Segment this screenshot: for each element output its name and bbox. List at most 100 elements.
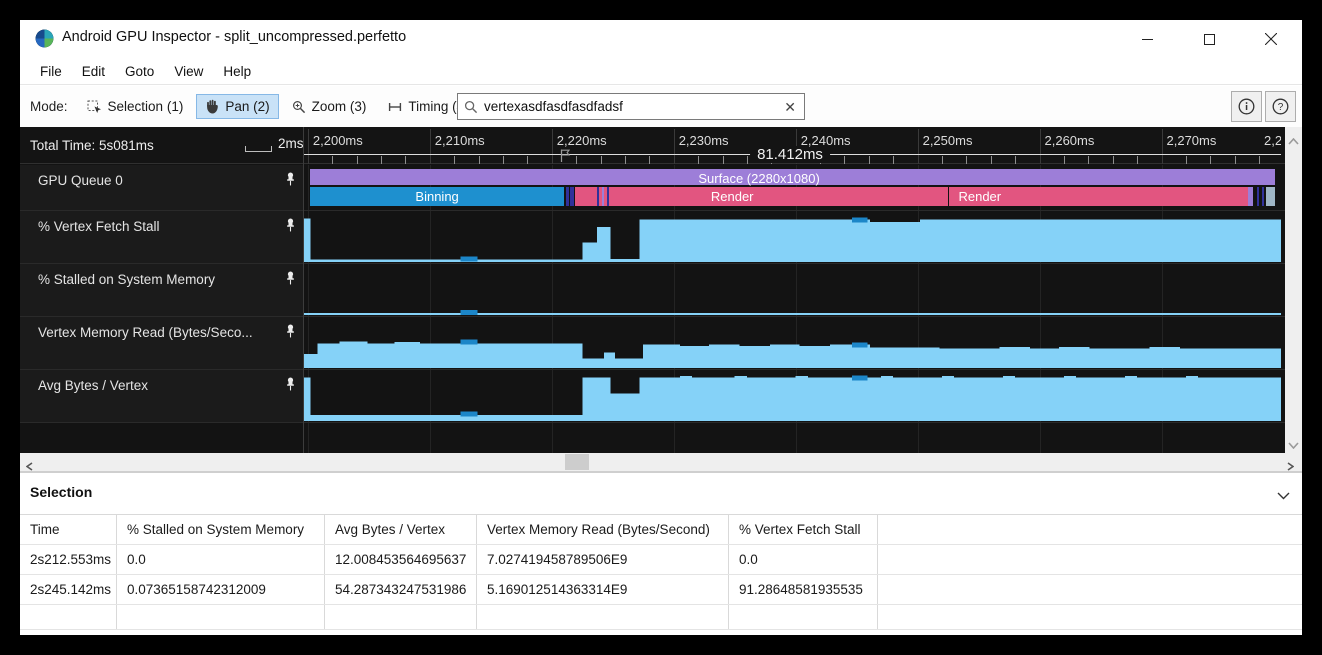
- menu-item-edit[interactable]: Edit: [81, 63, 106, 79]
- menu-bar: File Edit Goto View Help: [20, 58, 1302, 85]
- time-ruler[interactable]: Total Time: 5s081ms 2ms 81.412ms 2,200ms…: [20, 127, 1302, 164]
- gpu-slice[interactable]: [570, 187, 574, 206]
- column-header: Time: [20, 515, 117, 544]
- total-time-label: Total Time: 5s081ms: [30, 138, 154, 153]
- ruler-minor-tick: [503, 156, 504, 164]
- ruler-minor-tick: [698, 156, 700, 164]
- ruler-minor-tick: [868, 156, 870, 164]
- gpu-slice[interactable]: [1256, 187, 1259, 206]
- scroll-up-icon[interactable]: [1288, 132, 1299, 150]
- gpu-slice-render[interactable]: [949, 187, 1249, 206]
- pin-icon[interactable]: [285, 218, 296, 238]
- close-button[interactable]: [1240, 20, 1302, 58]
- toolbar: Mode: Selection (1) Pan (2)Zoom (3)Timing…: [20, 86, 1302, 127]
- menu-item-help[interactable]: Help: [223, 63, 252, 79]
- column-header: % Vertex Fetch Stall: [729, 515, 878, 544]
- counter-track-content[interactable]: [303, 317, 1281, 369]
- table-cell: 0.0: [117, 545, 325, 574]
- counter-track-content[interactable]: [303, 370, 1281, 422]
- help-button[interactable]: ?: [1265, 91, 1296, 122]
- track-label: Avg Bytes / Vertex: [38, 378, 149, 393]
- mode-button-selection[interactable]: Selection (1): [78, 94, 193, 119]
- grid-line: [1161, 165, 1163, 453]
- horizontal-scrollbar[interactable]: [20, 453, 1302, 471]
- counter-track-content[interactable]: [303, 211, 1281, 263]
- table-cell: [20, 605, 117, 629]
- table-cell: 7.027419458789506E9: [477, 545, 729, 574]
- menu-item-file[interactable]: File: [40, 63, 62, 79]
- track-label: GPU Queue 0: [38, 173, 123, 188]
- gpu-slice[interactable]: [596, 187, 600, 206]
- ruler-minor-tick: [454, 156, 456, 164]
- collapse-panel-icon[interactable]: [1277, 487, 1290, 505]
- horizontal-scroll-thumb[interactable]: [565, 454, 589, 470]
- counter-track-content[interactable]: [303, 264, 1281, 316]
- track-counter-1: % Vertex Fetch Stall: [20, 211, 1302, 264]
- gpu-slice-binning[interactable]: [310, 187, 564, 206]
- table-cell-filler: [878, 515, 1302, 544]
- clear-search-icon[interactable]: ✕: [784, 99, 796, 115]
- ruler-minor-tick: [405, 156, 407, 164]
- gpu-slice-render[interactable]: [574, 187, 949, 206]
- svg-text:?: ?: [1278, 102, 1284, 113]
- agi-sphere-icon: [35, 29, 54, 48]
- table-cell-filler: [878, 545, 1302, 574]
- slice-label: Binning: [415, 188, 459, 204]
- gpu-slice[interactable]: [1261, 187, 1264, 206]
- pin-icon[interactable]: [285, 377, 296, 397]
- gpu-slice[interactable]: [606, 187, 609, 206]
- maximize-button[interactable]: [1178, 20, 1240, 58]
- ruler-minor-tick: [1210, 156, 1212, 164]
- mode-button-zoom[interactable]: Zoom (3): [283, 94, 376, 119]
- gpu-slice[interactable]: [601, 187, 605, 206]
- mode-label: Mode:: [30, 99, 68, 114]
- gpu-slice-surface[interactable]: [310, 169, 1275, 185]
- help-icon: ?: [1272, 98, 1289, 115]
- gpu-slice[interactable]: [1248, 187, 1253, 206]
- ruler-minor-tick: [527, 156, 529, 164]
- gpu-slice[interactable]: [1266, 187, 1275, 206]
- app-window: Android GPU Inspector - split_uncompress…: [20, 20, 1302, 635]
- scroll-right-icon[interactable]: [1287, 458, 1295, 476]
- grid-line: [429, 165, 431, 453]
- table-cell: [117, 605, 325, 629]
- pin-icon[interactable]: [285, 172, 296, 192]
- pin-icon[interactable]: [285, 271, 296, 291]
- maximize-icon: [1203, 33, 1215, 45]
- ruler-minor-tick: [746, 156, 748, 164]
- mode-button-label: Selection (1): [107, 99, 184, 114]
- scale-bracket-icon: [245, 146, 272, 152]
- track-label: Vertex Memory Read (Bytes/Seco...: [38, 325, 253, 340]
- timeline-area: Total Time: 5s081ms 2ms 81.412ms 2,200ms…: [20, 127, 1302, 453]
- mode-button-timing[interactable]: Timing (4): [379, 94, 477, 119]
- mode-button-pan[interactable]: Pan (2): [196, 94, 279, 119]
- info-button[interactable]: [1231, 91, 1262, 122]
- track-label: % Stalled on System Memory: [38, 272, 216, 287]
- ruler-minor-tick: [990, 156, 992, 164]
- grid-lines: [303, 165, 1281, 453]
- minimize-icon: [1141, 38, 1153, 40]
- search-input[interactable]: [484, 94, 774, 119]
- vertical-scrollbar[interactable]: [1285, 127, 1302, 453]
- ruler-minor-tick: [844, 156, 846, 164]
- menu-item-view[interactable]: View: [174, 63, 204, 79]
- track-label-area: GPU Queue 0: [20, 165, 303, 210]
- table-cell: 91.28648581935535: [729, 575, 878, 604]
- grid-line: [551, 165, 553, 453]
- minimize-button[interactable]: [1116, 20, 1178, 58]
- track-label-area: Avg Bytes / Vertex: [20, 370, 303, 422]
- ruler-minor-tick: [966, 156, 968, 164]
- track-empty-row: [20, 423, 1302, 453]
- pin-icon[interactable]: [285, 324, 296, 344]
- scroll-left-icon[interactable]: [25, 458, 33, 476]
- ruler-minor-tick: [1015, 156, 1017, 164]
- scroll-down-icon[interactable]: [1288, 436, 1299, 454]
- table-cell: 2s245.142ms: [20, 575, 117, 604]
- menu-item-goto[interactable]: Goto: [125, 63, 155, 79]
- gpu-slice[interactable]: [566, 187, 569, 206]
